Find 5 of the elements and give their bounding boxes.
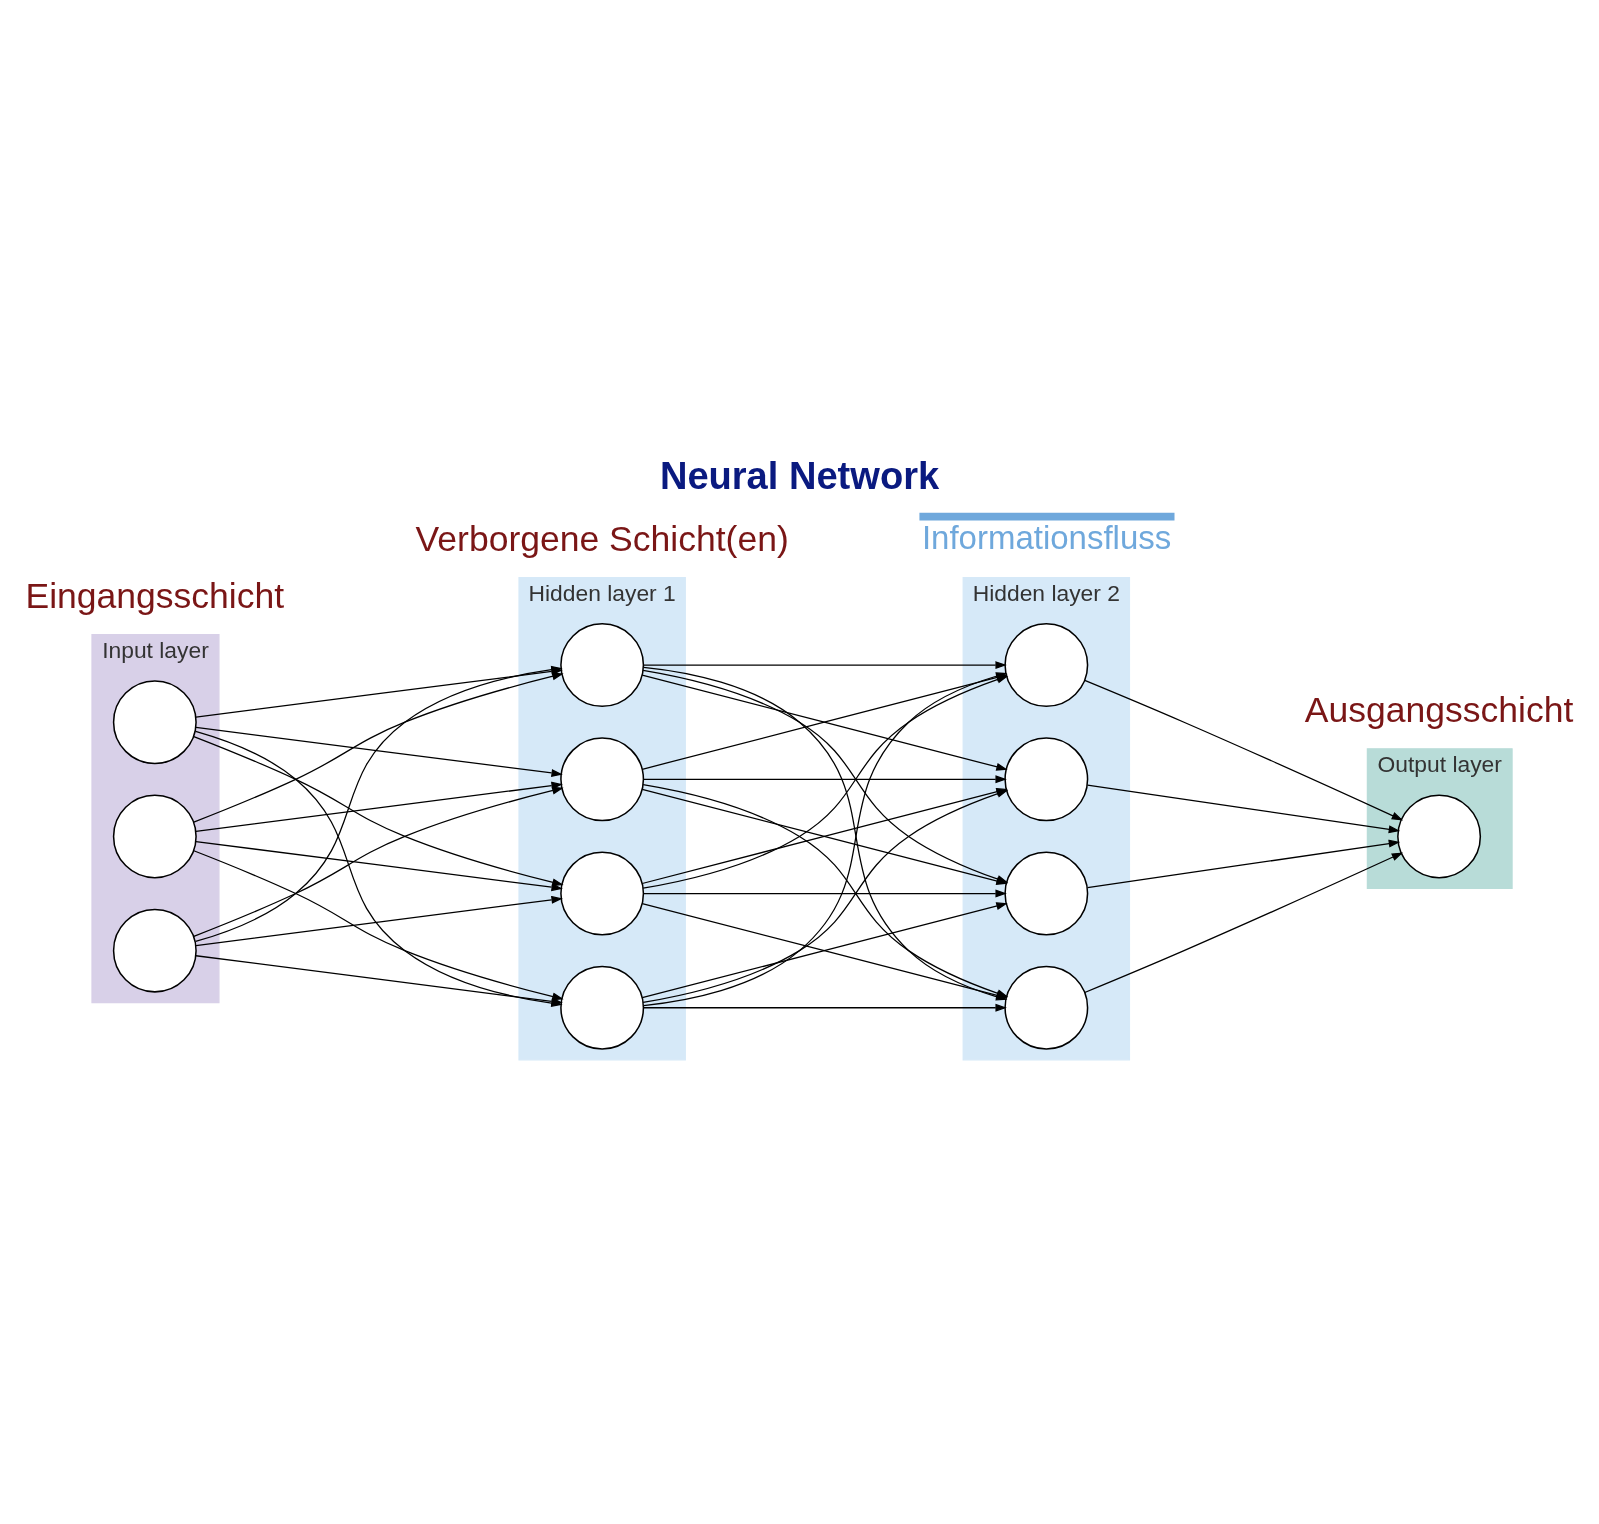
label: Informationsfluss [921,518,1172,556]
diagram-title: Neural Network [659,454,940,497]
label: Ausgangsschicht [1304,689,1574,730]
label: Verborgene Schicht(en) [415,518,789,559]
label: Eingangsschicht [25,575,285,616]
